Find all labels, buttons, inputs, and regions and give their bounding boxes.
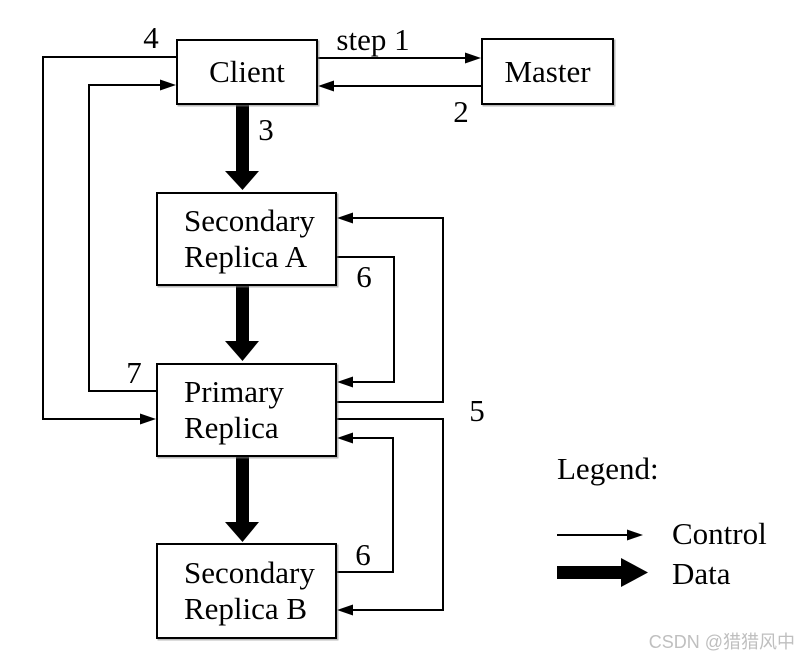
legend-item-control-label: Control [672,516,767,551]
arrowhead-step6-b [337,432,353,444]
edge-step6-secondary-b-to-primary [337,437,394,573]
arrowhead-step5-b [337,604,353,616]
legend-control-arrowhead [627,529,643,541]
step-label-2: 2 [453,94,469,129]
node-primary-label-line1: Primary [184,374,284,409]
edge-step7-primary-to-client [88,84,163,392]
arrowhead-step6-a [337,376,353,388]
edge-step5-primary-to-secondary-b [337,418,444,611]
arrowhead-step2 [318,80,334,92]
step-label-5: 5 [469,393,485,428]
step-label-6-lower: 6 [355,537,371,572]
arrowhead-step7 [160,79,176,91]
node-secondary-a-label-line2: Replica A [184,239,308,274]
node-master-label: Master [504,53,591,89]
step-label-1: step 1 [336,22,410,57]
arrowhead-step4 [140,413,156,425]
node-secondary-replica-b: Secondary Replica B [156,543,337,639]
node-secondary-replica-a: Secondary Replica A [156,192,337,286]
step-label-4: 4 [143,20,159,55]
node-secondary-a-label-line1: Secondary [184,203,315,238]
node-primary-label-line2: Replica [184,410,279,445]
step-label-6-upper: 6 [356,259,372,294]
arrowhead-step5-a [337,212,353,224]
node-primary-replica: Primary Replica [156,363,337,457]
legend-title: Legend: [557,451,659,486]
data-arrow-primary-to-secondary-b [225,456,259,542]
step-label-3: 3 [258,112,274,147]
data-arrow-client-to-secondary-a [225,104,259,190]
node-secondary-b-label-line1: Secondary [184,555,315,590]
node-secondary-b-label-line2: Replica B [184,591,308,626]
edge-step6-secondary-a-to-primary [337,256,395,383]
watermark-text: CSDN @猎猎风中 [648,632,795,652]
legend-item-data-label: Data [672,556,731,591]
step-label-7: 7 [126,355,142,390]
arrowhead-step1 [465,52,481,64]
node-client-label: Client [209,54,285,89]
data-arrow-secondary-a-to-primary [225,285,259,361]
node-master: Master [481,38,614,105]
node-client: Client [176,39,318,105]
edge-step4-client-to-primary [42,56,176,420]
edge-step5-primary-to-secondary-a [337,217,444,403]
legend-data-arrow [557,558,648,587]
